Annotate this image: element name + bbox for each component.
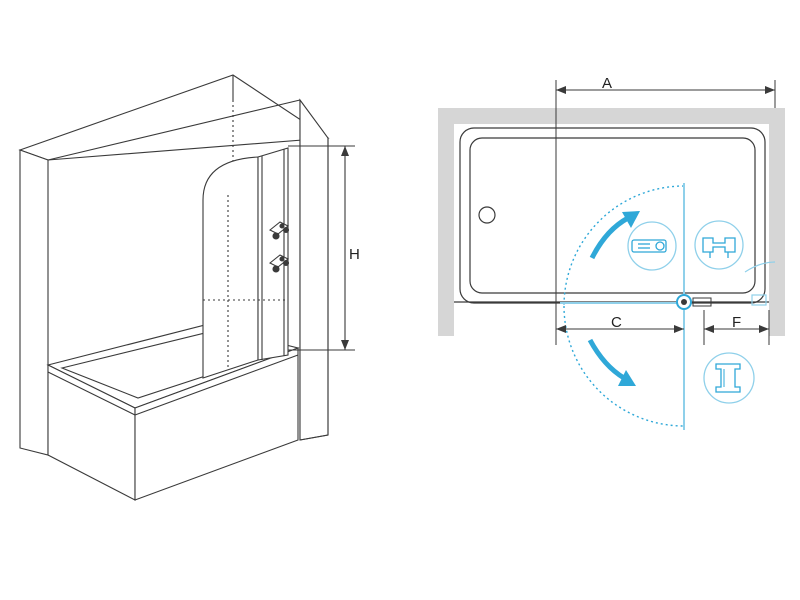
hinge-bottom (268, 254, 290, 273)
wall-profile-detail-icon (703, 352, 755, 404)
side-wall-left (438, 108, 454, 336)
height-dimension (288, 145, 355, 351)
label-a: A (602, 75, 612, 92)
rotate-arrow-icon (587, 338, 636, 386)
profile-detail-icon (694, 220, 744, 270)
fixed-panel (676, 261, 776, 310)
side-wall-right (769, 108, 785, 336)
glass-screen (202, 147, 289, 379)
label-c: C (611, 314, 622, 331)
drain-circle (478, 206, 496, 224)
bathtub-plan (454, 127, 769, 304)
isometric-view (18, 74, 355, 501)
back-wall (438, 108, 785, 124)
swing-arcs (563, 185, 685, 427)
left-wall (18, 74, 330, 456)
hinge-detail-icon (627, 221, 677, 271)
height-label: H (349, 246, 360, 263)
dimension-a (555, 80, 776, 345)
rotate-arrow-icon (589, 211, 640, 260)
label-f: F (732, 314, 741, 331)
plan-view: A (438, 75, 785, 430)
dimension-c (556, 325, 684, 333)
hinge-top (268, 221, 290, 240)
right-wall (299, 98, 329, 441)
dimension-f (703, 310, 770, 345)
